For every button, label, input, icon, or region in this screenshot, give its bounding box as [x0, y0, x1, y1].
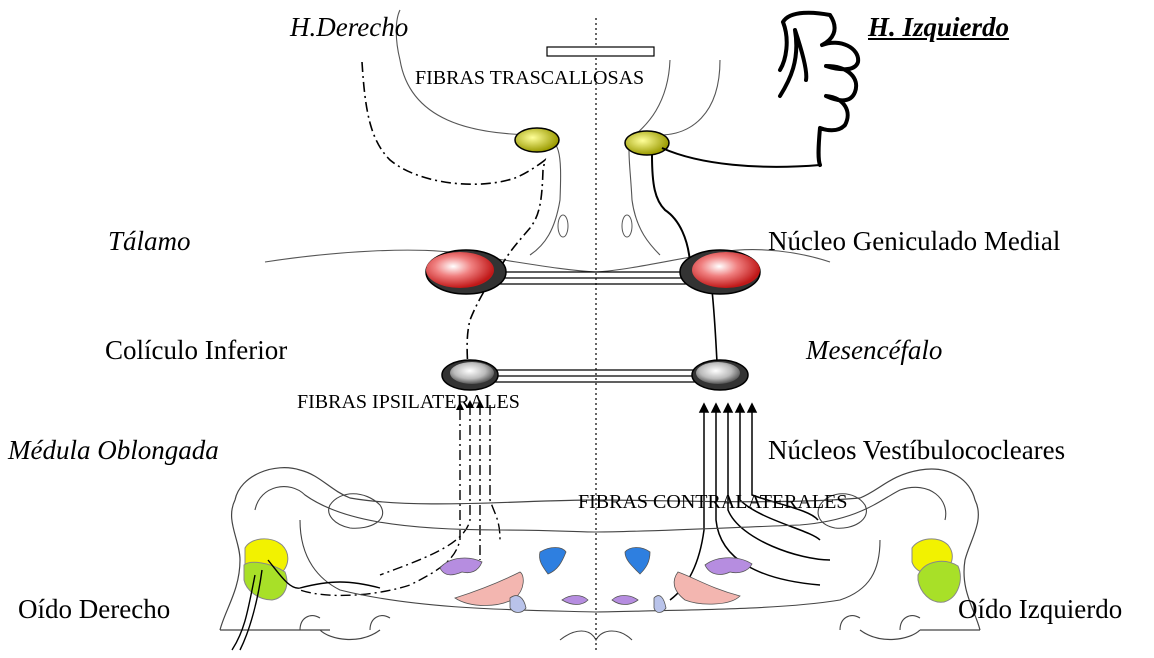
ventricle-right — [622, 215, 632, 237]
right-ear-label: Oído Derecho — [18, 596, 170, 623]
inferior-colliculus-right-face — [450, 362, 494, 384]
medial-geniculate-label: Núcleo Geniculado Medial — [768, 228, 1060, 255]
vestibulocochlear-nuclei-label: Núcleos Vestíbulococleares — [768, 437, 1065, 464]
ipsilateral-tract-lower — [300, 410, 460, 595]
right-hemisphere-label: H.Derecho — [290, 14, 408, 41]
medulla-label: Médula Oblongada — [8, 437, 219, 464]
hand-sketch — [780, 13, 858, 165]
ipsilateral-fibers-label: FIBRAS IPSILATERALES — [297, 392, 520, 412]
medulla-bottom-detail — [300, 616, 920, 640]
transcallosal-fibers-label: FIBRAS TRASCALLOSAS — [415, 68, 644, 88]
ipsilateral-tract-lower4 — [490, 405, 500, 540]
left-hemisphere-label: H. Izquierdo — [868, 14, 1009, 41]
thalamus-label: Tálamo — [108, 228, 191, 255]
contralateral-tract-hand — [662, 148, 820, 167]
inferior-colliculus-label: Colículo Inferior — [105, 337, 287, 364]
contralateral-fibers-label: FIBRAS CONTRALATERALES — [578, 492, 847, 512]
cortex-nucleus-right — [515, 128, 559, 152]
cortex-nucleus-left — [625, 131, 669, 155]
midbrain-label: Mesencéfalo — [806, 337, 942, 364]
medial-geniculate-left-face — [692, 252, 760, 288]
medial-geniculate-right-face — [426, 252, 494, 288]
corpus-callosum-bar — [547, 47, 654, 56]
ipsilateral-tract — [362, 62, 545, 375]
contralateral-tract-mid — [712, 290, 717, 362]
contralateral-tract-upper — [652, 155, 690, 262]
inferior-colliculus-left-face — [696, 362, 740, 384]
ventricle-left — [558, 215, 568, 237]
left-ear-label: Oído Izquierdo — [958, 596, 1122, 623]
left-ear-green — [918, 561, 960, 602]
